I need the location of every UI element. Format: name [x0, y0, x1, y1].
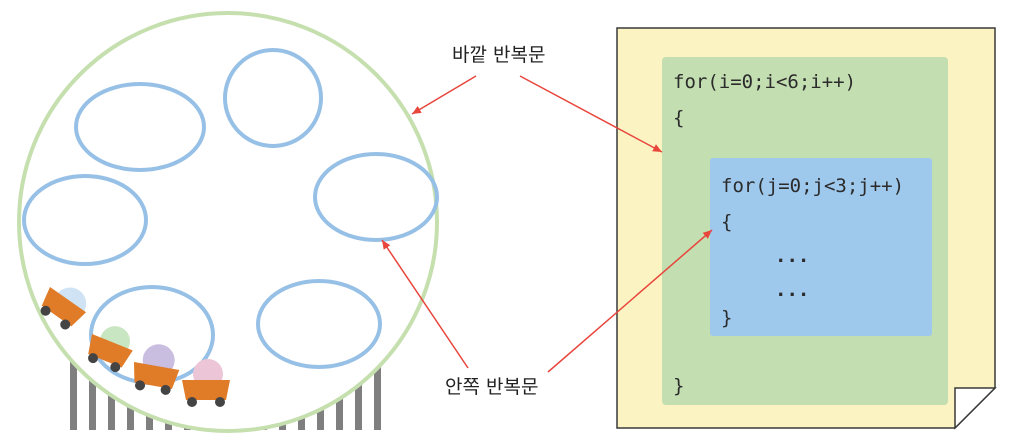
arrow-inner-to-gondola	[381, 239, 469, 369]
code-inner-open-brace: {	[721, 211, 733, 233]
code-outer-for: for(i=0;i<6;i++)	[673, 71, 857, 93]
inner-loop-block	[710, 158, 932, 336]
code-inner-for: for(j=0;j<3;j++)	[721, 175, 905, 197]
gondola-ring	[256, 279, 382, 369]
code-outer-open-brace: {	[673, 107, 685, 129]
coaster-cart	[40, 287, 87, 330]
gondola-ring	[74, 82, 206, 172]
coaster-cart	[182, 359, 230, 407]
coaster-cart	[88, 326, 133, 373]
inner-loop-label: 안쪽 반복문	[445, 376, 539, 398]
outer-loop-label: 바깥 반복문	[452, 44, 546, 66]
code-inner-body-line-1: ...	[775, 245, 810, 267]
code-outer-close-brace: }	[673, 375, 685, 397]
roller-coaster-cart-icon	[40, 287, 230, 407]
page-fold-corner	[954, 387, 997, 430]
arrow-outer-to-wheel	[411, 75, 477, 115]
code-inner-body-line-2: ...	[775, 279, 810, 301]
gondola-ring	[22, 174, 148, 266]
gondola-ring	[223, 48, 323, 148]
arrow-outer-to-code	[519, 75, 663, 153]
code-inner-close-brace: }	[721, 307, 733, 329]
arrow-inner-to-code	[547, 229, 713, 373]
coaster-cart	[134, 344, 180, 395]
gondola-ring	[313, 152, 439, 242]
ferris-wheel-ring	[17, 11, 439, 433]
pointer-arrows	[381, 75, 713, 373]
